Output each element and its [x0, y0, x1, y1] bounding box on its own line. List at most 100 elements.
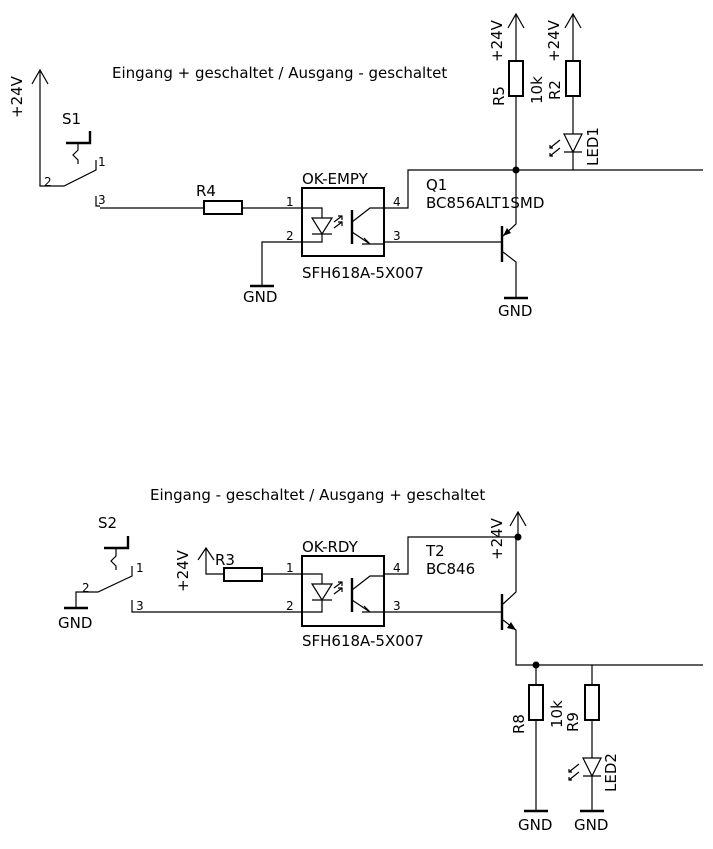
switch-contact-icon: [39, 160, 97, 187]
bottom-input-supply: +24V: [174, 546, 224, 592]
top-output-wires: [384, 169, 703, 243]
resistor-icon: [508, 60, 524, 97]
resistor-icon: [203, 200, 243, 215]
supply-arrow-icon: [507, 12, 525, 170]
switch-spring-icon: [110, 548, 117, 570]
resistor-r9: R9: [564, 665, 600, 810]
opto-body: [301, 187, 385, 257]
switch-pin1: 1: [136, 561, 144, 575]
resistor-value: 10k: [548, 700, 566, 728]
switch-name: S1: [62, 110, 81, 128]
switch-terminal-icon: [95, 196, 100, 207]
led-name: LED2: [602, 753, 620, 792]
resistor-value: 10k: [528, 76, 546, 104]
gnd-label: GND: [243, 288, 277, 306]
resistor-icon: [223, 567, 263, 582]
opto-pin1: 1: [286, 561, 294, 575]
light-rays-icon: [568, 763, 580, 781]
opto-ok-rdy: OK-RDY 1 2 3 4 SFH618A-5X007: [286, 538, 424, 650]
transistor-part: BC856ALT1SMD: [426, 194, 544, 212]
switch-s2: S2 GND 1 2 3: [58, 514, 302, 632]
opto-body: [301, 555, 385, 627]
opto-name: OK-RDY: [302, 538, 359, 556]
emitter-arrow-icon: [503, 228, 511, 236]
resistor-name: R8: [510, 714, 528, 734]
supply-label: +24V: [488, 517, 506, 560]
opto-pin3: 3: [393, 229, 401, 243]
resistor-r4: R4: [100, 182, 302, 215]
led-icon: [563, 133, 583, 154]
resistor-name: R4: [196, 182, 216, 200]
switch-spring-icon: [72, 143, 79, 164]
wire: [261, 241, 302, 285]
supply-label: +24V: [174, 549, 192, 592]
top-circuit: Eingang + geschaltet / Ausgang - geschal…: [8, 12, 703, 320]
supply-label: +24V: [488, 19, 506, 62]
emitter-arrow-icon: [507, 622, 516, 630]
led-icon: [582, 757, 602, 778]
wire: [131, 600, 302, 613]
bottom-circuit: Eingang - geschaltet / Ausgang + geschal…: [58, 486, 703, 834]
opto-part: SFH618A-5X007: [302, 632, 424, 650]
switch-pin2: 2: [44, 175, 52, 189]
opto-pin1: 1: [286, 195, 294, 209]
bottom-title: Eingang - geschaltet / Ausgang + geschal…: [150, 486, 485, 504]
switch-name: S2: [98, 514, 117, 532]
switch-contact-icon: [75, 566, 133, 608]
supply-label: +24V: [8, 75, 26, 118]
switch-pin1: 1: [98, 155, 106, 169]
resistor-r2: +24V R2: [545, 12, 582, 170]
opto-transistor-icon: [350, 575, 384, 613]
bottom-output-wires: [384, 536, 516, 613]
opto-name: OK-EMPY: [302, 170, 369, 188]
opto-pin4: 4: [393, 195, 401, 209]
led-name: LED1: [584, 127, 602, 166]
switch-pin2: 2: [82, 581, 90, 595]
resistor-name: R5: [490, 86, 508, 106]
supply-arrow-icon: [564, 12, 582, 170]
top-gnd-opto: GND: [243, 241, 302, 306]
led1: LED1: [549, 127, 602, 166]
resistor-name: R3: [215, 551, 235, 569]
opto-pin2: 2: [286, 599, 294, 613]
resistor-r8: R8 10k GND: [510, 665, 566, 834]
transistor-part: BC846: [426, 560, 475, 578]
transistor-leads-icon: [502, 537, 703, 666]
opto-led-icon: [302, 207, 343, 243]
switch-button-icon: [104, 536, 130, 550]
transistor-name: T2: [425, 542, 445, 560]
resistor-name: R9: [564, 712, 582, 732]
switch-s1: S1 1 2 3: [39, 110, 106, 207]
opto-pin2: 2: [286, 229, 294, 243]
opto-led-icon: [302, 573, 343, 613]
resistor-icon: [528, 684, 544, 721]
opto-pin3: 3: [393, 599, 401, 613]
supply-arrow-icon: [31, 68, 49, 160]
opto-transistor-icon: [350, 207, 384, 245]
resistor-name: R2: [546, 80, 564, 100]
opto-pin4: 4: [393, 561, 401, 575]
top-title: Eingang + geschaltet / Ausgang - geschal…: [112, 64, 447, 82]
top-switch-supply: +24V: [8, 68, 49, 160]
supply-label: +24V: [545, 19, 563, 62]
supply-arrow-icon: [509, 510, 527, 537]
transistor-t2: T2 BC846: [425, 537, 703, 666]
switch-pin3: 3: [98, 193, 106, 207]
resistor-icon: [584, 684, 600, 721]
supply-arrow-icon: [197, 546, 224, 575]
gnd-label: GND: [574, 816, 608, 834]
led2: LED2 GND: [568, 753, 620, 834]
switch-button-icon: [66, 131, 92, 145]
resistor-r5: +24V R5 10k: [488, 12, 546, 170]
gnd-label: GND: [58, 614, 92, 632]
light-rays-icon: [549, 139, 561, 157]
resistor-r3: R3: [215, 551, 302, 582]
opto-ok-empy: OK-EMPY 1 2 3 4 SFH618A-5X007: [286, 170, 424, 282]
transistor-name: Q1: [426, 176, 447, 194]
gnd-label: GND: [498, 302, 532, 320]
transistor-q1: Q1 BC856ALT1SMD GND: [426, 170, 544, 320]
opto-part: SFH618A-5X007: [302, 264, 424, 282]
switch-pin3: 3: [136, 599, 144, 613]
bottom-output-supply: +24V: [488, 510, 527, 560]
